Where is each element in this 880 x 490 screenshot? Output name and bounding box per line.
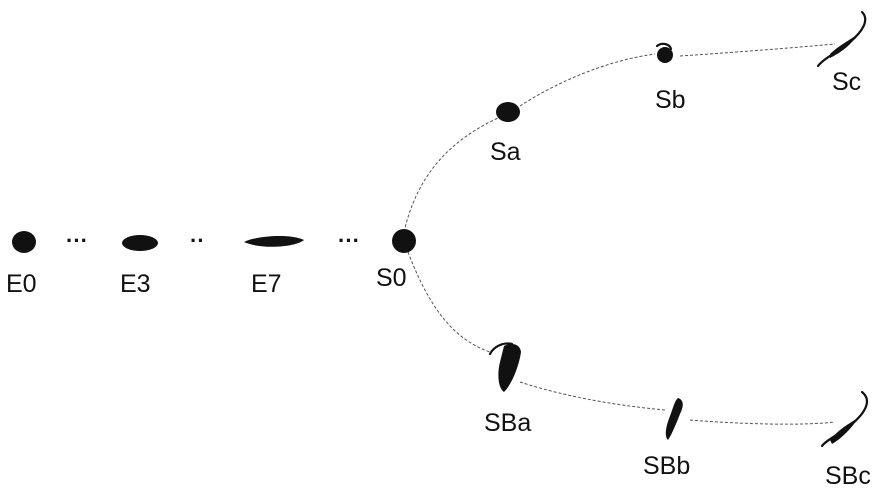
node-sbb: SBb	[643, 398, 690, 480]
ellipsis-e3-e7: ··	[190, 228, 205, 253]
blob-sa-shape	[496, 102, 520, 122]
connectors	[403, 43, 836, 425]
blob-sba-shape	[498, 344, 521, 392]
node-sba: SBa	[484, 342, 531, 437]
node-e0: E0	[6, 231, 37, 298]
label-sc: Sc	[832, 68, 861, 96]
blob-sba-curl	[488, 342, 514, 356]
label-sba: SBa	[484, 409, 531, 437]
node-sb: Sb	[655, 42, 686, 114]
blob-sc-body	[830, 34, 858, 58]
label-sb: Sb	[655, 86, 686, 114]
blob-sbc-shape	[820, 390, 869, 448]
node-sa: Sa	[490, 102, 521, 166]
blob-e3-shape	[122, 235, 158, 251]
ellipsis-e0-e3: ···	[66, 228, 88, 253]
node-s0: S0	[376, 229, 416, 292]
blob-s0-shape	[392, 229, 416, 253]
node-e3: E3	[120, 235, 158, 298]
blob-sbb-shape	[665, 398, 683, 440]
blob-sb-shape	[657, 47, 673, 63]
connector-sba-sbb	[519, 381, 666, 411]
ellipsis-e7-s0: ···	[338, 228, 360, 253]
label-e3: E3	[120, 270, 151, 298]
label-sbc: SBc	[825, 462, 871, 490]
label-e0: E0	[6, 270, 37, 298]
node-sc: Sc	[816, 10, 867, 96]
blob-e7-shape	[244, 235, 304, 247]
label-e7: E7	[251, 270, 282, 298]
connector-s0-sa	[403, 117, 499, 233]
connector-sa-sb	[519, 53, 656, 107]
blob-e0-shape	[12, 231, 36, 253]
label-s0: S0	[376, 264, 407, 292]
connector-sb-sc	[679, 43, 836, 57]
blob-sb-curl	[655, 42, 673, 51]
node-sbc: SBc	[820, 390, 871, 490]
connector-s0-sba	[407, 251, 491, 353]
node-e7: E7	[244, 235, 304, 298]
blob-sbc-body	[830, 418, 858, 444]
connector-sbb-sbc	[689, 419, 836, 425]
label-sbb: SBb	[643, 452, 690, 480]
blob-sc-shape	[816, 10, 867, 68]
label-sa: Sa	[490, 138, 521, 166]
